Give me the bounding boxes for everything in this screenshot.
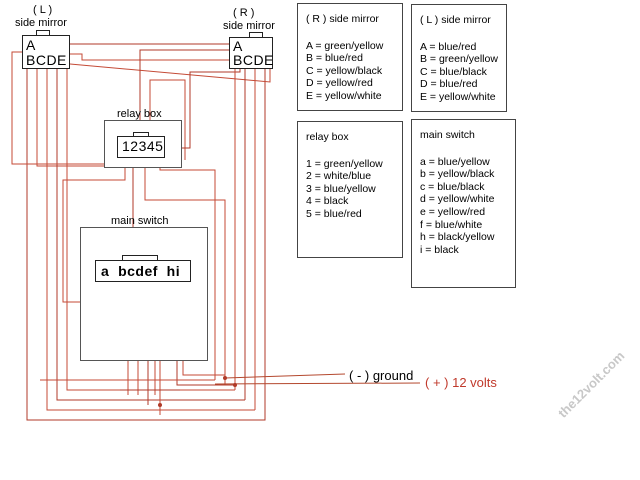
legend-item: e = yellow/red xyxy=(420,205,486,218)
left-mirror-pin-a: A xyxy=(26,37,36,53)
legend-item: A = blue/red xyxy=(420,40,477,53)
legend-main-switch-title: main switch xyxy=(420,129,475,141)
left-mirror-box: A BCDE xyxy=(22,35,70,69)
legend-left-mirror: ( L ) side mirror A = blue/red B = green… xyxy=(411,4,507,112)
wire xyxy=(70,53,229,61)
legend-item: a = blue/yellow xyxy=(420,155,490,168)
wire xyxy=(56,69,245,401)
legend-item: c = blue/black xyxy=(420,180,485,193)
left-mirror-side-label: ( L ) xyxy=(33,4,53,16)
legend-item: E = yellow/white xyxy=(306,89,382,102)
legend-item: f = blue/white xyxy=(420,218,483,231)
legend-relay-box-title: relay box xyxy=(306,131,349,143)
legend-item: d = yellow/white xyxy=(420,193,495,206)
wire xyxy=(36,69,104,167)
ground-label: ( - ) ground xyxy=(349,368,414,383)
right-mirror-side-label: ( R ) xyxy=(233,7,255,19)
wire xyxy=(69,63,271,83)
ground-wire xyxy=(224,373,346,379)
legend-item: i = black xyxy=(420,243,459,256)
main-switch-pins: a bcdef hi xyxy=(101,263,181,279)
legend-item: B = green/yellow xyxy=(420,53,498,66)
left-mirror-pins: BCDE xyxy=(26,52,67,68)
main-switch-outline xyxy=(80,227,208,361)
relay-box-pins: 12345 xyxy=(122,138,164,154)
right-mirror-box: A BCDE xyxy=(229,37,273,69)
legend-left-mirror-title: ( L ) side mirror xyxy=(420,14,491,26)
wire xyxy=(139,49,229,136)
main-switch-connector: a bcdef hi xyxy=(95,260,191,282)
junction-dot xyxy=(233,383,237,387)
junction-dot xyxy=(158,403,162,407)
junction-dot xyxy=(223,376,227,380)
legend-item: h = black/yellow xyxy=(420,231,495,244)
wire xyxy=(26,69,266,421)
legend-item: 3 = blue/yellow xyxy=(306,182,376,195)
legend-item: C = blue/black xyxy=(420,65,487,78)
main-switch-label: main switch xyxy=(111,215,169,227)
right-mirror-pins: BCDE xyxy=(233,52,274,68)
legend-item: D = blue/red xyxy=(420,78,478,91)
legend-item: b = yellow/black xyxy=(420,168,495,181)
legend-right-mirror: ( R ) side mirror A = green/yellow B = b… xyxy=(297,3,403,111)
legend-item: E = yellow/white xyxy=(420,90,496,103)
twelve-volts-label: ( + ) 12 volts xyxy=(425,375,497,390)
legend-item: 2 = white/blue xyxy=(306,170,372,183)
legend-right-mirror-title: ( R ) side mirror xyxy=(306,13,379,25)
legend-item: 4 = black xyxy=(306,195,349,208)
legend-item: A = green/yellow xyxy=(306,39,384,52)
legend-item: 5 = blue/red xyxy=(306,207,362,220)
twelve-volt-wire xyxy=(214,382,421,385)
legend-main-switch: main switch a = blue/yellow b = yellow/b… xyxy=(411,119,516,288)
wire xyxy=(149,79,186,160)
right-mirror-pin-a: A xyxy=(233,38,243,54)
legend-item: D = yellow/red xyxy=(306,77,373,90)
left-mirror-name-label: side mirror xyxy=(15,17,67,29)
legend-relay-box: relay box 1 = green/yellow 2 = white/blu… xyxy=(297,121,403,258)
legend-item: 1 = green/yellow xyxy=(306,157,383,170)
wire xyxy=(46,69,255,411)
wire xyxy=(144,158,226,385)
relay-box-connector: 12345 xyxy=(117,136,165,158)
right-mirror-name-label: side mirror xyxy=(223,20,275,32)
legend-item: C = yellow/black xyxy=(306,64,383,77)
relay-box-label: relay box xyxy=(117,108,162,120)
legend-item: B = blue/red xyxy=(306,52,363,65)
